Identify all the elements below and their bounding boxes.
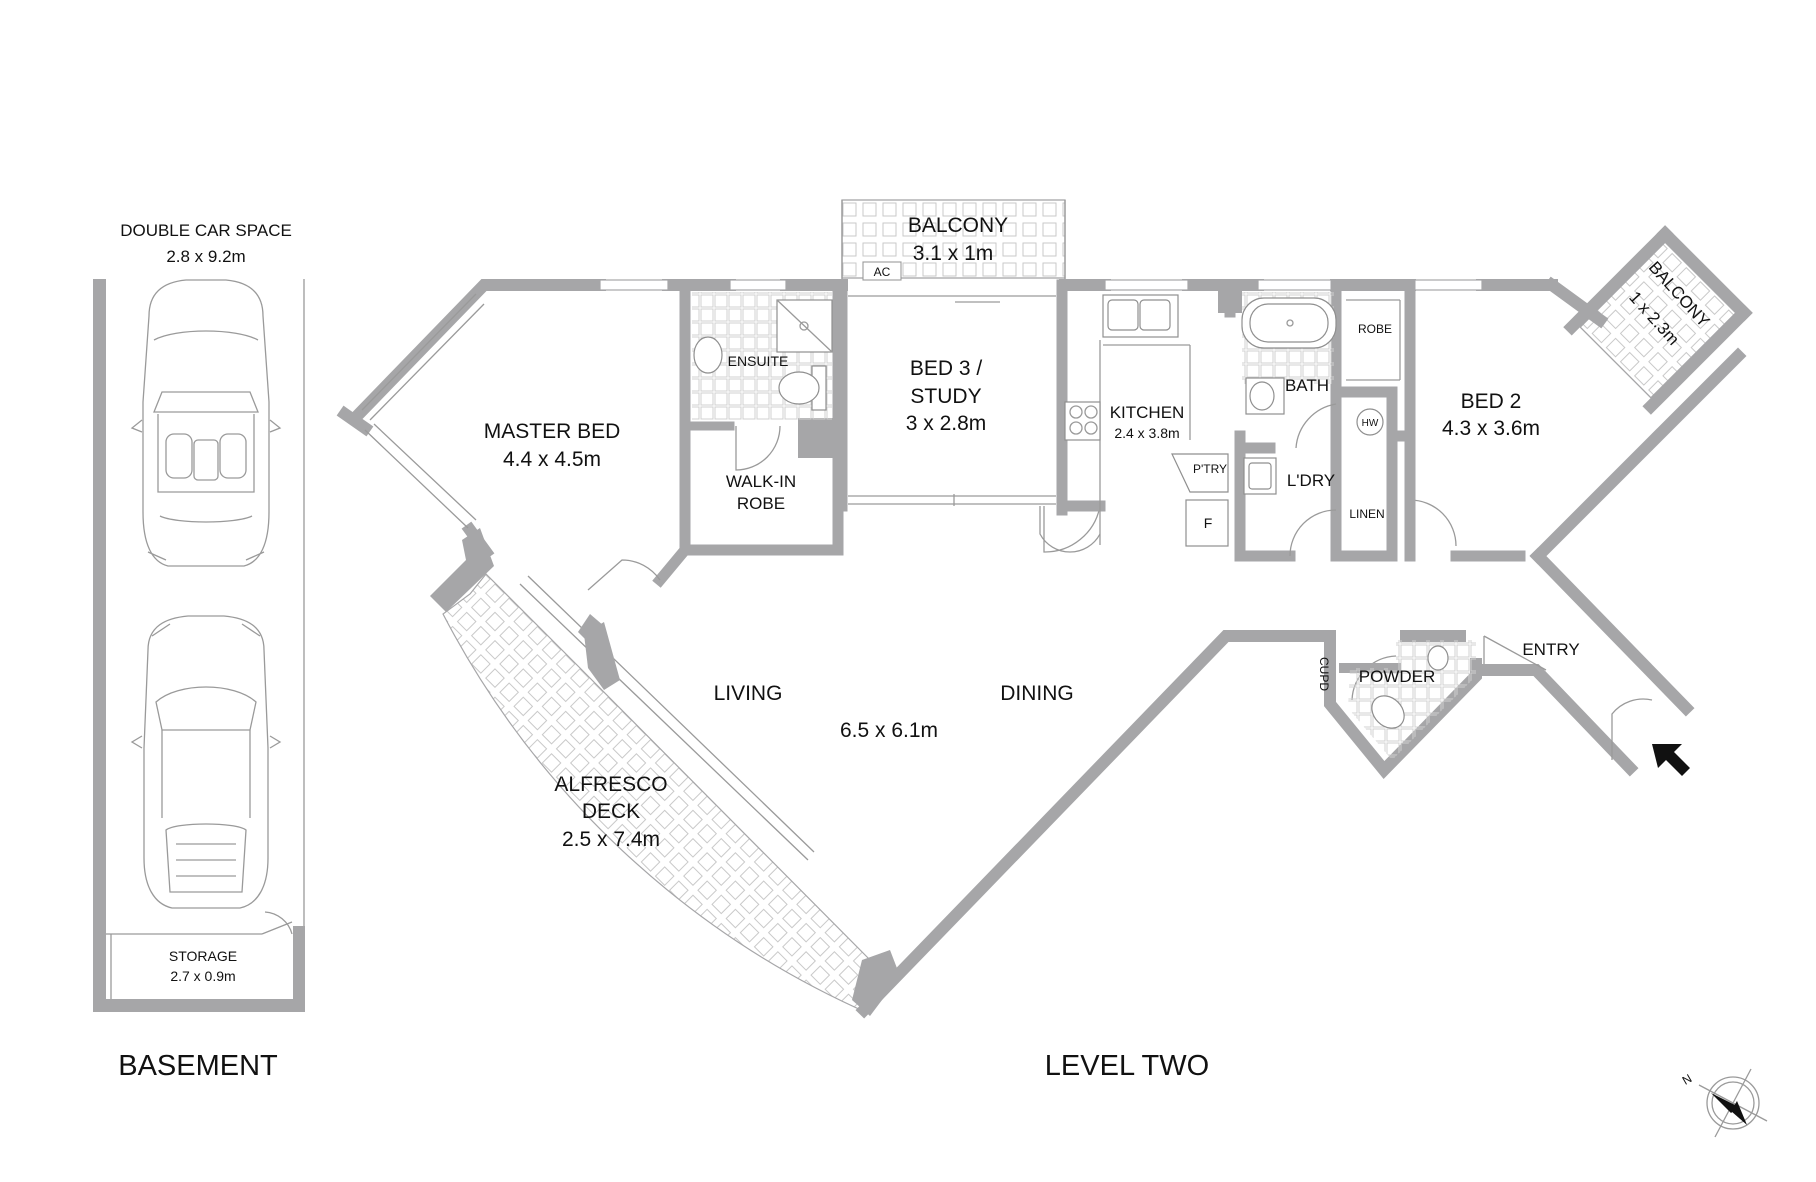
- dining-label: DINING: [1000, 682, 1074, 705]
- linen-label: LINEN: [1349, 507, 1384, 521]
- ac-label: AC: [874, 265, 891, 279]
- walkin-robe-line1: WALK-IN: [726, 472, 796, 491]
- alfresco-sliding-door-2: [527, 575, 815, 853]
- kitchen-name: KITCHEN: [1110, 403, 1185, 422]
- powder-label: POWDER: [1359, 667, 1436, 686]
- fridge-label: F: [1204, 515, 1213, 531]
- alfresco-line1: ALFRESCO: [554, 773, 667, 796]
- entry-label: ENTRY: [1522, 640, 1579, 659]
- bed2-name: BED 2: [1461, 390, 1522, 413]
- car-space-left-wall: [93, 279, 106, 1012]
- car-space-bottom-wall: [93, 999, 305, 1012]
- bed3-size: 3 x 2.8m: [906, 412, 987, 435]
- basement-title: BASEMENT: [118, 1050, 278, 1082]
- alfresco-size: 2.5 x 7.4m: [562, 828, 660, 851]
- bed3-line2: STUDY: [910, 385, 981, 408]
- master-bed-name: MASTER BED: [484, 420, 621, 443]
- cupd-label: CUPD: [1317, 657, 1331, 691]
- bed2-size: 4.3 x 3.6m: [1442, 417, 1540, 440]
- kitchen-size: 2.4 x 3.8m: [1114, 425, 1179, 441]
- laundry-label: L'DRY: [1287, 471, 1335, 490]
- hw-label: HW: [1362, 418, 1379, 429]
- level-two-section: BALCONY 3.1 x 1m AC BALCONY 1 x 2.3m MAS…: [336, 199, 1753, 1082]
- living-dining-size: 6.5 x 6.1m: [840, 719, 938, 742]
- balcony-top-name: BALCONY: [908, 214, 1008, 237]
- bath-label: BATH: [1285, 376, 1329, 395]
- pantry-label: P'TRY: [1193, 462, 1227, 476]
- entry-arrow: [1652, 744, 1690, 776]
- storage-door: [261, 911, 293, 935]
- ensuite-label: ENSUITE: [728, 353, 789, 369]
- north-label: N: [1680, 1071, 1695, 1087]
- storage-name: STORAGE: [169, 948, 237, 964]
- north-compass: N: [1680, 1068, 1768, 1138]
- balcony-top-size: 3.1 x 1m: [913, 242, 994, 265]
- robe-label: ROBE: [1358, 322, 1392, 336]
- car-space-right-wall: [293, 926, 305, 1012]
- fixtures: [692, 292, 1476, 760]
- level-two-title: LEVEL TWO: [1045, 1050, 1209, 1082]
- alfresco-sliding-door: [519, 583, 809, 861]
- ac-unit: [862, 261, 902, 281]
- alfresco-line2: DECK: [582, 800, 640, 823]
- bed3-line1: BED 3 /: [910, 357, 983, 380]
- car-space-size: 2.8 x 9.2m: [166, 247, 245, 266]
- walkin-robe-line2: ROBE: [737, 494, 785, 513]
- master-bed-size: 4.4 x 4.5m: [503, 448, 601, 471]
- basement-section: DOUBLE CAR SPACE 2.8 x 9.2m STORAGE 2.7 …: [93, 221, 305, 1082]
- car-top-drawing: [130, 279, 282, 567]
- car-bottom-drawing: [130, 615, 282, 909]
- living-label: LIVING: [714, 682, 783, 705]
- storage-size: 2.7 x 0.9m: [170, 968, 235, 984]
- car-space-name: DOUBLE CAR SPACE: [120, 221, 292, 240]
